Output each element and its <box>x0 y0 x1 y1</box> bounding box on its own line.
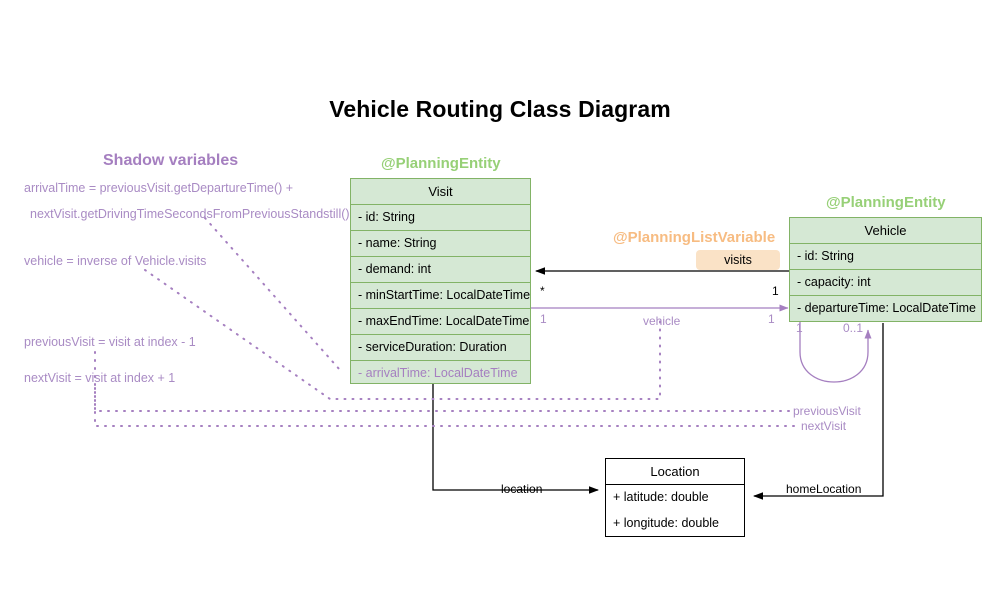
shadow-variable-line-previousvisit: previousVisit = visit at index - 1 <box>24 335 196 349</box>
visit-attribute-minstarttime: - minStartTime: LocalDateTime <box>351 283 530 309</box>
edge-location <box>432 384 599 494</box>
visit-attribute-name: - name: String <box>351 231 530 257</box>
vehicle-edge-target-multiplicity: 1 <box>768 312 775 326</box>
visit-class-name: Visit <box>351 179 530 205</box>
self-loop-target-multiplicity: 0..1 <box>843 321 864 335</box>
shadow-variable-line-vehicle: vehicle = inverse of Vehicle.visits <box>24 254 207 268</box>
visits-edge-target-multiplicity: * <box>540 284 545 298</box>
vehicle-attribute-capacity: - capacity: int <box>790 270 981 296</box>
visits-badge: visits <box>696 250 780 270</box>
class-box-location[interactable]: Location + latitude: double + longitude:… <box>605 458 745 537</box>
page-title: Vehicle Routing Class Diagram <box>329 96 671 122</box>
shadow-variable-line-arrivaltime-2: nextVisit.getDrivingTimeSecondsFromPrevi… <box>30 207 350 221</box>
home-location-edge-label: homeLocation <box>786 482 862 496</box>
visit-attribute-serviceduration: - serviceDuration: Duration <box>351 335 530 361</box>
location-attribute-longitude: + longitude: double <box>613 516 719 530</box>
vehicle-attribute-departuretime: - departureTime: LocalDateTime <box>797 301 977 315</box>
location-edge-label: location <box>501 482 543 496</box>
visit-attribute-maxendtime: - maxEndTime: LocalDateTime <box>351 309 530 335</box>
next-visit-edge-label: nextVisit <box>801 419 847 433</box>
visit-attribute-arrivaltime: - arrivalTime: LocalDateTime <box>358 366 518 380</box>
vehicle-edge-source-multiplicity: 1 <box>540 312 547 326</box>
location-attribute-latitude: + latitude: double <box>613 490 709 504</box>
visits-edge-source-multiplicity: 1 <box>772 284 779 298</box>
class-box-vehicle[interactable]: Vehicle - id: String - capacity: int - d… <box>789 217 982 322</box>
class-box-visit[interactable]: Visit - id: String - name: String - dema… <box>350 178 531 384</box>
self-loop-source-multiplicity: 1 <box>796 321 803 335</box>
shadow-variable-line-arrivaltime-1: arrivalTime = previousVisit.getDeparture… <box>24 181 294 195</box>
vehicle-stereotype-label: @PlanningEntity <box>826 194 946 211</box>
location-class-name: Location <box>606 459 744 485</box>
visit-attribute-id: - id: String <box>351 205 530 231</box>
planning-list-variable-label: @PlanningListVariable <box>613 229 776 246</box>
shadow-variables-heading: Shadow variables <box>103 152 239 169</box>
vehicle-class-name: Vehicle <box>790 218 981 244</box>
visit-attribute-demand: - demand: int <box>351 257 530 283</box>
vehicle-edge-label: vehicle <box>643 314 681 328</box>
visit-stereotype-label: @PlanningEntity <box>381 155 501 172</box>
previous-visit-edge-label: previousVisit <box>793 404 861 418</box>
shadow-variable-line-nextvisit: nextVisit = visit at index + 1 <box>24 371 176 385</box>
vehicle-attribute-id: - id: String <box>790 244 981 270</box>
